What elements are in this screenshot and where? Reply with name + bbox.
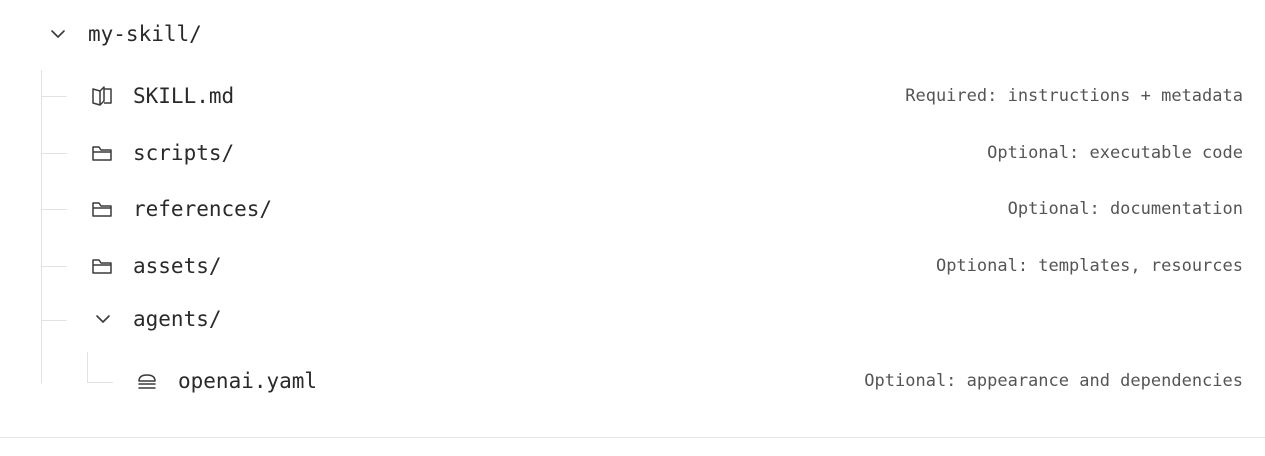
tree-item-label: openai.yaml <box>178 369 318 393</box>
tree-root-label: my-skill/ <box>88 22 202 46</box>
tree-guide-branch <box>41 209 67 210</box>
tree-guide-branch <box>41 266 67 267</box>
tree-item-label: scripts/ <box>133 141 235 165</box>
chevron-down-icon[interactable] <box>93 309 113 329</box>
chevron-down-icon[interactable] <box>48 24 68 44</box>
folder-icon <box>89 196 115 222</box>
tree-item-assets[interactable]: assets/ Optional: templates, resources <box>0 246 1265 286</box>
tree-guide-branch <box>41 153 67 154</box>
stack-icon <box>134 369 160 395</box>
bottom-divider <box>0 437 1265 438</box>
tree-item-description: Optional: appearance and dependencies <box>864 371 1243 391</box>
tree-item-references[interactable]: references/ Optional: documentation <box>0 189 1265 229</box>
tree-guide-branch <box>41 96 67 97</box>
folder-icon <box>89 253 115 279</box>
tree-guide-branch <box>41 320 67 321</box>
tree-item-description: Required: instructions + metadata <box>905 86 1243 106</box>
tree-item-agents[interactable]: agents/ <box>0 299 1265 339</box>
tree-item-label: assets/ <box>133 254 222 278</box>
tree-guide-root <box>41 70 42 383</box>
tree-item-openai-yaml[interactable]: openai.yaml Optional: appearance and dep… <box>0 361 1265 401</box>
tree-item-description: Optional: templates, resources <box>935 256 1243 276</box>
tree-guide-branch <box>87 382 113 383</box>
tree-item-label: references/ <box>133 197 273 221</box>
tree-item-scripts[interactable]: scripts/ Optional: executable code <box>0 133 1265 173</box>
tree-item-label: SKILL.md <box>133 84 235 108</box>
tree-guide-agents <box>87 352 88 382</box>
tree-root-row[interactable]: my-skill/ <box>0 14 1265 54</box>
tree-item-label: agents/ <box>133 307 222 331</box>
book-open-icon <box>89 83 115 109</box>
folder-icon <box>89 140 115 166</box>
tree-item-description: Optional: documentation <box>1007 199 1243 219</box>
tree-item-skill-md[interactable]: SKILL.md Required: instructions + metada… <box>0 76 1265 116</box>
tree-item-description: Optional: executable code <box>987 143 1243 163</box>
